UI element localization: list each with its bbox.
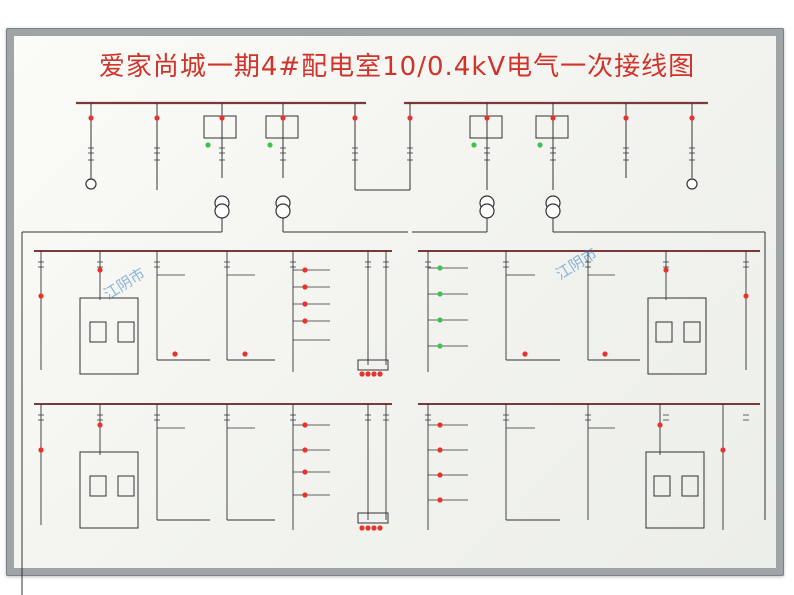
indicator-lamp	[437, 317, 443, 323]
disconnect-mark	[503, 414, 509, 421]
indicator-lamp	[280, 115, 286, 121]
hv-disconnect-mark	[219, 147, 225, 161]
indicator-lamp	[359, 371, 365, 377]
indicator-lamp	[267, 142, 273, 148]
lv-feeders-upper	[40, 251, 747, 372]
indicator-lamp	[172, 351, 178, 357]
indicator-lamp	[657, 422, 663, 428]
indicator-lamp	[97, 267, 103, 273]
indicator-lamp	[365, 525, 371, 531]
disconnect-mark	[224, 414, 230, 421]
lv-feeders-lower	[40, 404, 724, 530]
hv-disconnect-mark	[550, 147, 556, 161]
indicator-lamp	[471, 142, 477, 148]
indicator-lamp	[437, 291, 443, 297]
indicator-lamp	[242, 351, 248, 357]
indicator-lamp	[352, 115, 358, 121]
transformer-leads	[21, 218, 766, 595]
indicator-lamp	[302, 267, 308, 273]
disconnect-mark	[97, 261, 103, 268]
hv-disconnect-mark	[484, 147, 490, 161]
hv-disconnect-mark	[154, 147, 160, 161]
indicator-lamp	[407, 115, 413, 121]
disconnect-mark	[663, 261, 669, 268]
hv-disconnect-mark	[689, 147, 695, 161]
disconnect-marks	[38, 147, 749, 421]
indicator-lamp	[38, 447, 44, 453]
indicator-lamp	[302, 422, 308, 428]
indicator-lamp	[205, 142, 211, 148]
disconnect-mark	[38, 261, 44, 268]
indicator-lamp	[302, 318, 308, 324]
indicator-lamp	[359, 525, 365, 531]
indicator-lamp	[302, 447, 308, 453]
indicator-lamp	[522, 351, 528, 357]
indicator-lamp	[720, 447, 726, 453]
board-face	[14, 36, 776, 568]
indicator-lamp	[377, 371, 383, 377]
disconnect-mark	[290, 414, 296, 421]
disconnect-mark	[224, 261, 230, 268]
disconnect-mark	[585, 261, 591, 268]
indicator-lamp	[437, 422, 443, 428]
disconnect-mark	[365, 261, 371, 268]
hv-disconnect-mark	[88, 147, 94, 161]
indicator-lamp	[371, 371, 377, 377]
indicator-lamp	[623, 115, 629, 121]
disconnect-mark	[383, 414, 389, 421]
disconnect-mark	[38, 414, 44, 421]
indicator-lamp	[437, 447, 443, 453]
lv-busbars	[34, 250, 760, 405]
indicator-lamp	[302, 301, 308, 307]
indicator-lamp	[537, 142, 543, 148]
indicator-lamp	[437, 265, 443, 271]
indicator-lamp	[602, 351, 608, 357]
indicator-lamp	[437, 497, 443, 503]
disconnect-mark	[663, 414, 669, 421]
disconnect-mark	[154, 414, 160, 421]
indicator-lamp	[377, 525, 383, 531]
indicator-lamp	[437, 472, 443, 478]
diagram-title: 爱家尚城一期4#配电室10/0.4kV电气一次接线图	[98, 52, 696, 82]
disconnect-mark	[425, 261, 431, 268]
hv-feeders	[90, 103, 693, 191]
disconnect-mark	[154, 261, 160, 268]
indicator-lamp	[38, 293, 44, 299]
indicator-lamp	[219, 115, 225, 121]
hv-disconnect-mark	[352, 147, 358, 161]
indicator-lamp	[743, 293, 749, 299]
disconnect-mark	[425, 414, 431, 421]
indicator-lamp	[302, 469, 308, 475]
hv-disconnect-mark	[280, 147, 286, 161]
indicator-lamp	[365, 371, 371, 377]
disconnect-mark	[365, 414, 371, 421]
disconnect-mark	[97, 414, 103, 421]
disconnect-mark	[585, 414, 591, 421]
indicator-lamp	[154, 115, 160, 121]
indicator-lamp	[689, 115, 695, 121]
transformers	[85, 178, 698, 219]
indicator-lamp	[437, 343, 443, 349]
indicator-lamp	[371, 525, 377, 531]
indicator-lamp	[302, 492, 308, 498]
indicator-lamp	[550, 115, 556, 121]
hv-disconnect-mark	[407, 147, 413, 161]
hv-disconnect-mark	[623, 147, 629, 161]
disconnect-mark	[743, 261, 749, 268]
disconnect-mark	[503, 261, 509, 268]
indicator-lamp	[97, 422, 103, 428]
watermarks: 江阴市 江阴市	[101, 244, 601, 303]
indicator-lamp	[484, 115, 490, 121]
indicator-lamp	[663, 267, 669, 273]
indicator-lamp	[302, 284, 308, 290]
capacitor-cabinets	[79, 297, 707, 529]
disconnect-mark	[383, 261, 389, 268]
branch-stubs	[157, 267, 615, 501]
indicator-lamp	[88, 115, 94, 121]
disconnect-mark	[743, 414, 749, 421]
disconnect-mark	[290, 261, 296, 268]
indicator-lamps	[38, 115, 749, 531]
